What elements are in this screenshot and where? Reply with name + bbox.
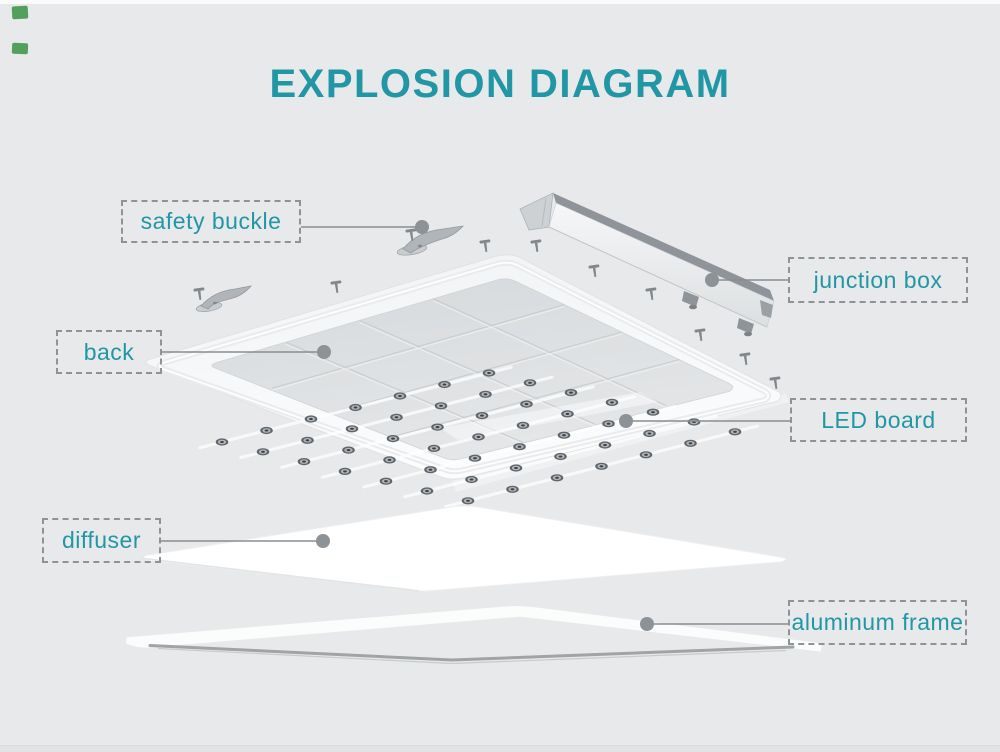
- led-lens-dot: [349, 403, 362, 412]
- led-lens-dot: [260, 426, 273, 435]
- screw-icon: [530, 239, 542, 253]
- back-panel-grid-surface: [211, 278, 734, 461]
- led-lens-dot: [561, 410, 574, 418]
- leader-dot-safety-buckle: [415, 220, 429, 234]
- led-lens-dot: [602, 420, 615, 428]
- led-lens-dot: [383, 456, 396, 464]
- led-lens-dot: [393, 392, 407, 400]
- led-lens-dot: [297, 458, 311, 466]
- led-lens-dot: [595, 462, 608, 470]
- led-lens-dot: [550, 474, 564, 482]
- led-lens-dot: [468, 454, 482, 462]
- led-lens-dot: [516, 421, 530, 429]
- led-lens-dot: [215, 438, 229, 446]
- leader-dot-aluminum-frame: [640, 617, 654, 631]
- label-junction-box: junction box: [788, 257, 968, 303]
- led-lens-dot: [431, 423, 444, 431]
- led-lens-dot: [256, 448, 270, 456]
- led-lens-dot: [523, 379, 537, 387]
- led-lens-dot: [684, 439, 697, 447]
- led-lens-dot: [434, 402, 448, 410]
- led-lens-dot: [338, 467, 352, 475]
- bottom-edge-strip: [0, 745, 1000, 752]
- page-title: EXPLOSION DIAGRAM: [269, 62, 731, 106]
- screw-icon: [405, 228, 417, 242]
- junction-box-part: [519, 192, 775, 337]
- led-lens-dot: [598, 441, 612, 449]
- led-lens-dot: [472, 433, 485, 441]
- led-lens-dot: [345, 425, 359, 433]
- diffuser-part: [139, 505, 787, 592]
- led-lens-dot: [506, 485, 519, 493]
- label-diffuser: diffuser: [42, 518, 161, 563]
- led-lens-dot: [513, 443, 526, 451]
- led-lens-dot: [687, 418, 701, 426]
- label-back: back: [56, 330, 162, 374]
- safety-buckle-part-1: [396, 225, 464, 256]
- leader-dot-back: [317, 345, 331, 359]
- screw-icon: [645, 287, 657, 301]
- led-lens-dot: [465, 475, 478, 484]
- led-lens-dot: [646, 408, 660, 416]
- led-lens-dot: [639, 451, 653, 459]
- led-lens-dot: [605, 398, 619, 406]
- led-lens-dot: [482, 369, 496, 377]
- screw-icon: [739, 352, 751, 366]
- led-lens-dot: [438, 380, 451, 389]
- led-lens-dot: [509, 464, 523, 472]
- leader-dot-diffuser: [316, 534, 330, 548]
- led-lens-dot: [479, 390, 492, 398]
- label-led-board: LED board: [790, 398, 967, 442]
- led-lens-dot: [728, 428, 742, 436]
- screw-icon: [479, 239, 491, 253]
- led-lens-dot: [554, 452, 567, 461]
- led-lens-dot: [390, 413, 403, 421]
- label-safety-buckle: safety buckle: [121, 200, 301, 243]
- led-lens-dot: [520, 400, 533, 408]
- led-lens-dot: [427, 444, 441, 452]
- led-lens-dot: [557, 431, 571, 439]
- led-lens-dot: [461, 497, 475, 505]
- safety-buckle-part-2: [195, 285, 252, 312]
- leader-dots: [316, 220, 719, 631]
- led-lens-dot: [301, 436, 314, 444]
- screw-icons: [193, 228, 781, 390]
- led-lens-dot: [564, 389, 578, 397]
- leader-dot-led-board: [619, 414, 633, 428]
- led-lens-dot: [342, 446, 355, 454]
- led-lens-dot: [643, 429, 656, 438]
- top-edge-strip: [0, 0, 1000, 4]
- led-lens-dot: [379, 477, 393, 485]
- screw-icon: [694, 328, 706, 342]
- aluminum-frame-part: [125, 605, 823, 665]
- screw-icon: [330, 280, 342, 294]
- leader-lines: [161, 226, 790, 625]
- back-panel-left-face: [140, 362, 456, 492]
- led-lens-dot: [424, 466, 437, 474]
- led-lens-dot: [304, 415, 318, 423]
- screw-icon: [193, 287, 205, 301]
- leader-dot-junction-box: [705, 273, 719, 287]
- led-lens-dot: [420, 487, 434, 495]
- led-lens-dot: [475, 412, 489, 420]
- screw-icon: [588, 264, 600, 278]
- label-aluminum-frame: aluminum frame: [788, 600, 967, 645]
- screw-icon: [769, 376, 781, 390]
- led-lens-dot: [386, 435, 400, 443]
